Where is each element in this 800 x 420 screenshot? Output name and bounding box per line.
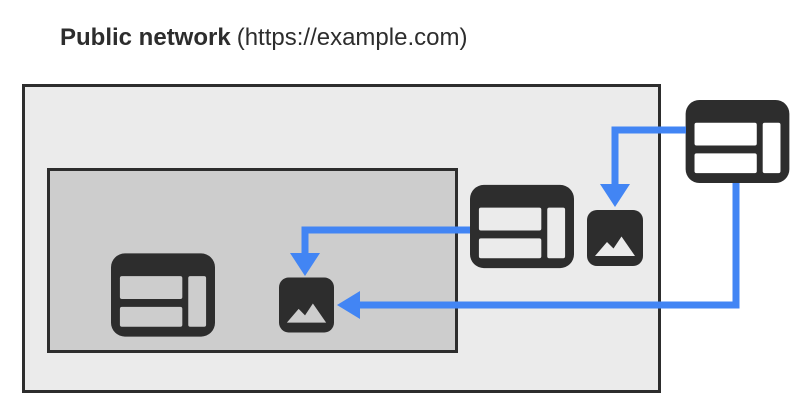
public-network-label-bold: Public network [60,24,231,51]
local-image-icon [279,277,334,333]
private-browser-window-icon [470,184,574,269]
local-device-box [47,168,458,353]
local-browser-window-icon [111,253,215,337]
private-image-icon [587,210,643,266]
public-network-label-url: (https://example.com) [236,24,468,51]
public-network-label: Public network(https://example.com) [60,23,467,52]
public-browser-window-icon [685,100,790,183]
